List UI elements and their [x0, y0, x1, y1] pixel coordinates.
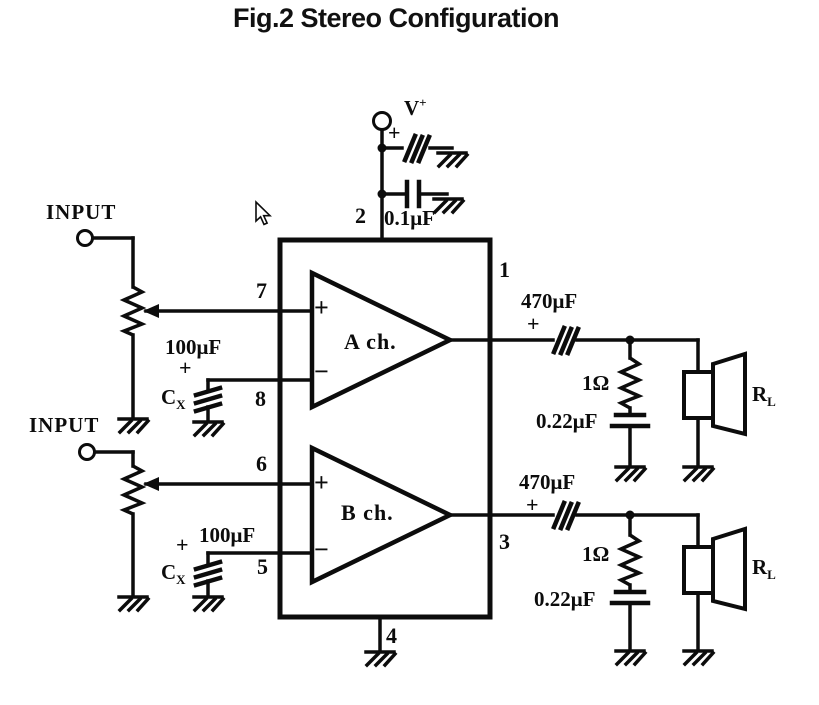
speaker-a-cone — [711, 351, 747, 437]
coupling-cap-a-polarity: + — [527, 311, 540, 336]
bootstrap-cap-b-name: CX — [161, 560, 186, 588]
potentiometer-wiper-arrow — [143, 304, 159, 318]
supply-polarity-sign: + — [388, 120, 401, 145]
figure-title: Fig.2 Stereo Configuration — [233, 3, 560, 33]
speaker-b-icon — [682, 545, 715, 595]
input-b-label: INPUT — [29, 413, 100, 437]
ground-icon — [614, 465, 647, 482]
junction-dot — [377, 143, 387, 153]
ground-icon — [117, 595, 150, 612]
amp-b-inverting-sign: − — [314, 535, 329, 564]
bootstrap-capacitor-b-icon — [196, 562, 220, 585]
ground-icon — [614, 649, 647, 666]
bootstrap-cap-b-polarity: + — [176, 532, 189, 557]
zobel-resistor-a-value: 1Ω — [582, 371, 610, 395]
potentiometer-a-icon — [122, 285, 144, 337]
amp-a-name: A ch. — [344, 329, 397, 354]
channel-a-output-network — [448, 335, 747, 468]
amp-a-inverting-sign: − — [314, 357, 329, 386]
pin-6-label: 6 — [256, 451, 267, 476]
pin-7-label: 7 — [256, 278, 267, 303]
coupling-cap-b-value: 470μF — [519, 470, 576, 494]
zobel-cap-b-value: 0.22μF — [534, 587, 596, 611]
input-a-terminal — [76, 229, 94, 247]
zobel-resistor-b-icon — [619, 533, 641, 587]
supply-electrolytic-capacitor-icon — [405, 136, 429, 161]
bootstrap-capacitor-a-icon — [196, 388, 220, 411]
pin-8-label: 8 — [255, 386, 266, 411]
potentiometer-b-icon — [122, 464, 144, 516]
load-a-label: RL — [752, 382, 776, 410]
opamp-a-triangle — [309, 269, 456, 411]
zobel-resistor-b-value: 1Ω — [582, 542, 610, 566]
speaker-b-cone — [711, 526, 747, 612]
amp-a-noninverting-sign: + — [314, 293, 329, 322]
pin-2-label: 2 — [355, 203, 366, 228]
zobel-cap-a-value: 0.22μF — [536, 409, 598, 433]
junction-dot — [377, 189, 387, 199]
ground-icon — [682, 649, 715, 666]
ground-icon — [682, 465, 715, 482]
pin-1-label: 1 — [499, 257, 510, 282]
amp-b-name: B ch. — [341, 500, 394, 525]
bootstrap-cap-a-value: 100μF — [165, 335, 222, 359]
ground-icon — [364, 650, 397, 667]
pin-5-label: 5 — [257, 554, 268, 579]
pin-3-label: 3 — [499, 529, 510, 554]
coupling-capacitor-a-icon — [554, 328, 578, 353]
speaker-a-icon — [682, 370, 715, 420]
ic-outline — [277, 237, 493, 620]
bootstrap-cap-b-value: 100μF — [199, 523, 256, 547]
bootstrap-cap-a-polarity: + — [179, 355, 192, 380]
bootstrap-cap-a-name: CX — [161, 385, 186, 413]
channel-b-input-network — [78, 443, 314, 598]
supply-network — [372, 111, 454, 242]
input-a-label: INPUT — [46, 200, 117, 224]
coupling-cap-a-value: 470μF — [521, 289, 578, 313]
coupling-cap-b-polarity: + — [526, 492, 539, 517]
ground-icon — [192, 420, 225, 437]
pin-4-label: 4 — [386, 623, 397, 648]
ground-icon — [432, 197, 465, 214]
ground-icon — [436, 151, 469, 168]
mouse-cursor — [255, 200, 272, 226]
load-b-label: RL — [752, 555, 776, 583]
opamp-b-triangle — [309, 444, 456, 586]
amp-b-noninverting-sign: + — [314, 468, 329, 497]
channel-b-output-network — [448, 510, 747, 652]
bypass-cap-value: 0.1μF — [384, 206, 435, 230]
potentiometer-wiper-arrow — [143, 477, 159, 491]
zobel-resistor-a-icon — [619, 356, 641, 410]
channel-a-input-network — [76, 229, 314, 423]
vplus-label: V+ — [404, 95, 427, 120]
coupling-capacitor-b-icon — [554, 503, 578, 528]
ground-icon — [117, 417, 150, 434]
input-b-terminal — [78, 443, 96, 461]
ground-icon — [192, 595, 225, 612]
